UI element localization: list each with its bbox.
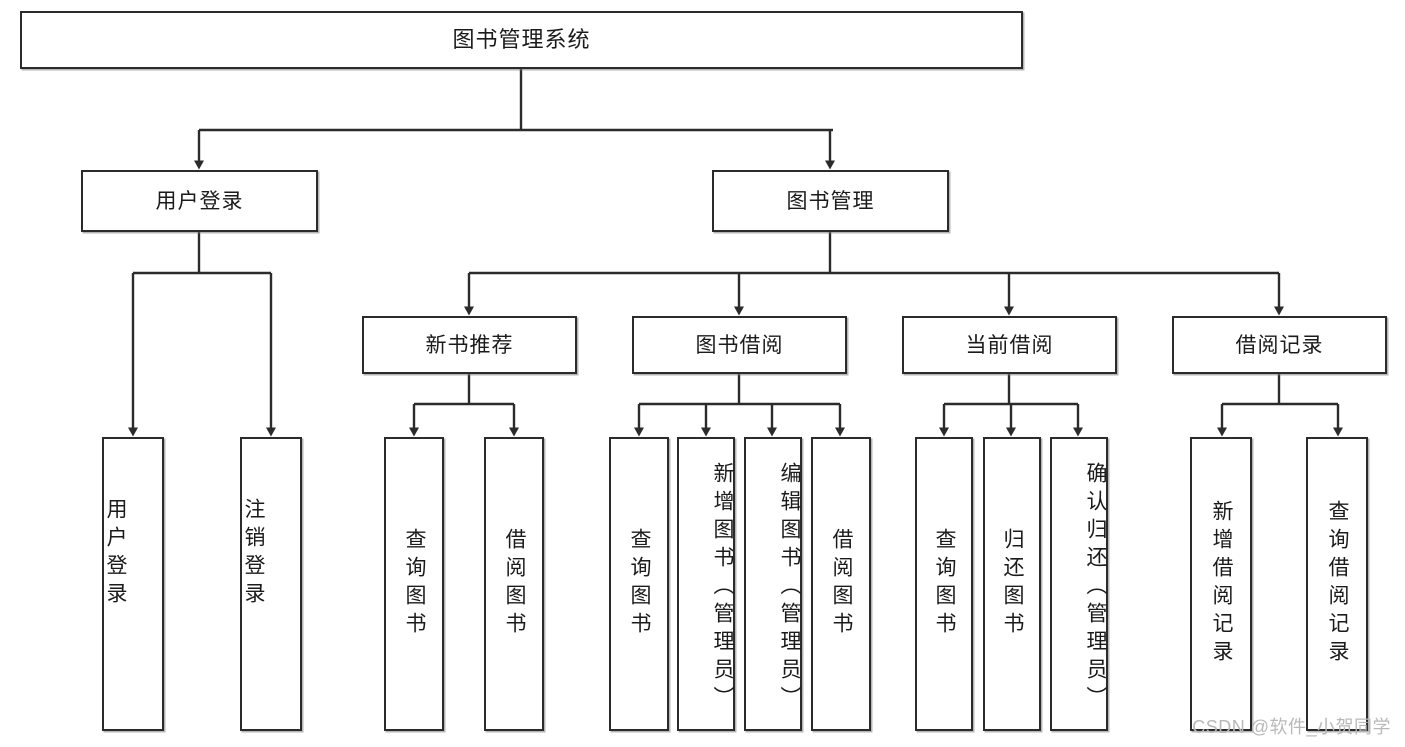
leaf-confirm-return-label: 确认归还（管理员） <box>1084 462 1107 714</box>
leaf-query-book-1[interactable]: 查询图书 <box>384 437 444 731</box>
leaf-add-record[interactable]: 新增借阅记录 <box>1190 437 1252 731</box>
node-user-login-label: 用户登录 <box>155 189 244 213</box>
leaf-query-book-3-label: 查询图书 <box>933 528 957 640</box>
leaf-query-book-1-label: 查询图书 <box>403 528 427 640</box>
node-root-label: 图书管理系统 <box>452 27 591 52</box>
leaf-user-login[interactable]: 用户登录 <box>102 437 164 731</box>
node-borrow-record[interactable]: 借阅记录 <box>1172 316 1387 374</box>
leaf-add-book[interactable]: 新增图书（管理员） <box>677 437 735 731</box>
leaf-confirm-return[interactable]: 确认归还（管理员） <box>1050 437 1108 731</box>
node-book-manage[interactable]: 图书管理 <box>712 170 949 232</box>
leaf-query-book-3[interactable]: 查询图书 <box>915 437 973 731</box>
node-book-borrow-label: 图书借阅 <box>695 333 784 357</box>
node-current-borrow-label: 当前借阅 <box>965 333 1054 357</box>
leaf-logout-label: 注销登录 <box>242 498 266 610</box>
leaf-query-book-2-label: 查询图书 <box>628 528 652 640</box>
leaf-add-record-label: 新增借阅记录 <box>1210 500 1234 668</box>
leaf-add-book-label: 新增图书（管理员） <box>711 462 734 714</box>
node-book-manage-label: 图书管理 <box>786 189 875 213</box>
leaf-borrow-book-2-label: 借阅图书 <box>830 528 854 640</box>
node-new-book-rec-label: 新书推荐 <box>425 333 514 357</box>
leaf-query-record[interactable]: 查询借阅记录 <box>1306 437 1368 731</box>
leaf-borrow-book-2[interactable]: 借阅图书 <box>811 437 871 731</box>
node-book-borrow[interactable]: 图书借阅 <box>632 316 847 374</box>
leaf-return-book[interactable]: 归还图书 <box>983 437 1041 731</box>
node-current-borrow[interactable]: 当前借阅 <box>902 316 1117 374</box>
leaf-return-book-label: 归还图书 <box>1001 528 1025 640</box>
node-root[interactable]: 图书管理系统 <box>20 11 1023 69</box>
leaf-edit-book-label: 编辑图书（管理员） <box>778 462 801 714</box>
watermark-text: CSDN @软件_小贺同学 <box>1192 717 1391 737</box>
leaf-edit-book[interactable]: 编辑图书（管理员） <box>744 437 802 731</box>
leaf-query-book-2[interactable]: 查询图书 <box>609 437 669 731</box>
node-user-login[interactable]: 用户登录 <box>81 170 318 232</box>
leaf-borrow-book-1-label: 借阅图书 <box>503 528 527 640</box>
leaf-user-login-label: 用户登录 <box>104 498 128 610</box>
node-new-book-rec[interactable]: 新书推荐 <box>362 316 577 374</box>
node-borrow-record-label: 借阅记录 <box>1235 333 1324 357</box>
leaf-query-record-label: 查询借阅记录 <box>1326 500 1350 668</box>
leaf-logout[interactable]: 注销登录 <box>240 437 302 731</box>
leaf-borrow-book-1[interactable]: 借阅图书 <box>484 437 544 731</box>
